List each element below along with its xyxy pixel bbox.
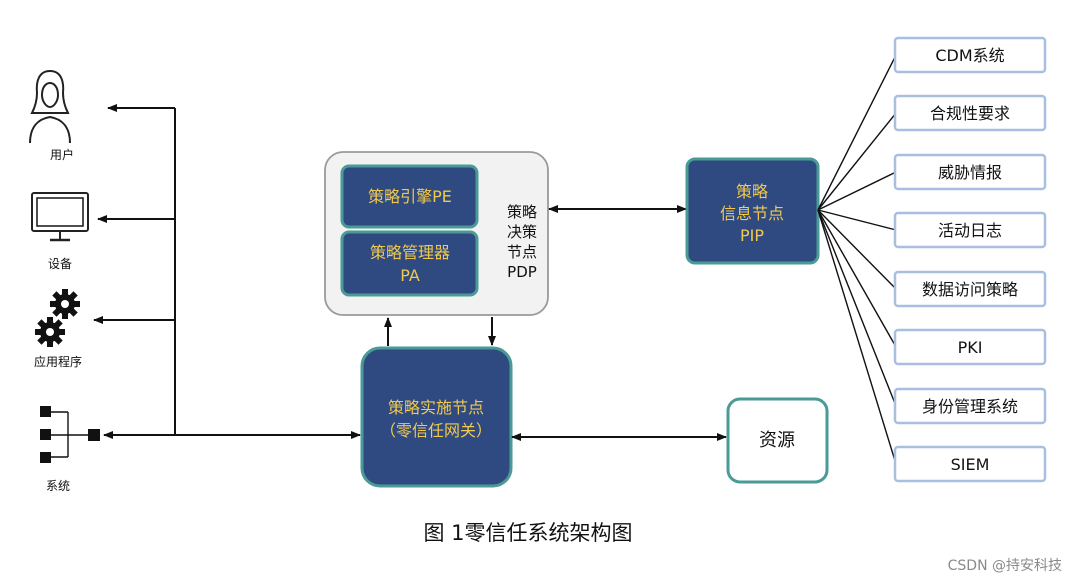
figure-caption: 图 1零信任系统架构图 [423, 521, 632, 545]
pdp-side-4: PDP [507, 263, 537, 281]
pep-label-2: （零信任网关） [380, 421, 492, 440]
watermark: CSDN @持安科技 [948, 558, 1062, 574]
source-label: 活动日志 [938, 221, 1002, 240]
app-label: 应用程序 [34, 354, 82, 369]
source-box [893, 211, 1047, 249]
source-label: 威胁情报 [938, 163, 1002, 182]
left-connectors [93, 104, 361, 439]
pep-box [360, 346, 513, 488]
source-label: 合规性要求 [930, 104, 1010, 123]
pdp-side-3: 节点 [507, 243, 537, 261]
pip-label-2: 信息节点 [720, 204, 784, 223]
source-box [893, 153, 1047, 191]
source-label: PKI [958, 338, 983, 357]
pe-label: 策略引擎PE [368, 187, 452, 206]
pa-label-2: PA [400, 266, 420, 285]
source-box [893, 387, 1047, 425]
source-box [893, 270, 1047, 308]
gears-icon [35, 289, 80, 347]
source-label: 身份管理系统 [922, 397, 1018, 416]
pe-box [340, 164, 479, 229]
source-box [893, 328, 1047, 366]
monitor-icon [31, 192, 89, 242]
system-icon [40, 406, 100, 463]
source-label: SIEM [951, 455, 990, 474]
source-box [893, 445, 1047, 483]
resource-box [726, 397, 829, 484]
sources-list: CDM系统 合规性要求 威胁情报 活动日志 数据访问策略 PKI 身份管理系统 … [893, 36, 1047, 483]
system-label: 系统 [46, 479, 70, 493]
source-box [893, 94, 1047, 132]
source-box [893, 36, 1047, 74]
pa-box [340, 230, 479, 297]
device-label: 设备 [48, 257, 72, 271]
pa-label-1: 策略管理器 [370, 243, 450, 262]
pip-fan-lines [817, 54, 897, 465]
source-label: 数据访问策略 [922, 280, 1018, 299]
pip-label-1: 策略 [736, 182, 768, 201]
user-label: 用户 [50, 147, 74, 162]
pep-label-1: 策略实施节点 [388, 398, 484, 417]
pip-label-3: PIP [740, 226, 764, 245]
pdp-side-2: 决策 [507, 223, 537, 241]
resource-label: 资源 [759, 430, 795, 451]
user-icon [29, 69, 71, 144]
pdp-side-1: 策略 [507, 203, 537, 221]
source-label: CDM系统 [935, 46, 1004, 65]
